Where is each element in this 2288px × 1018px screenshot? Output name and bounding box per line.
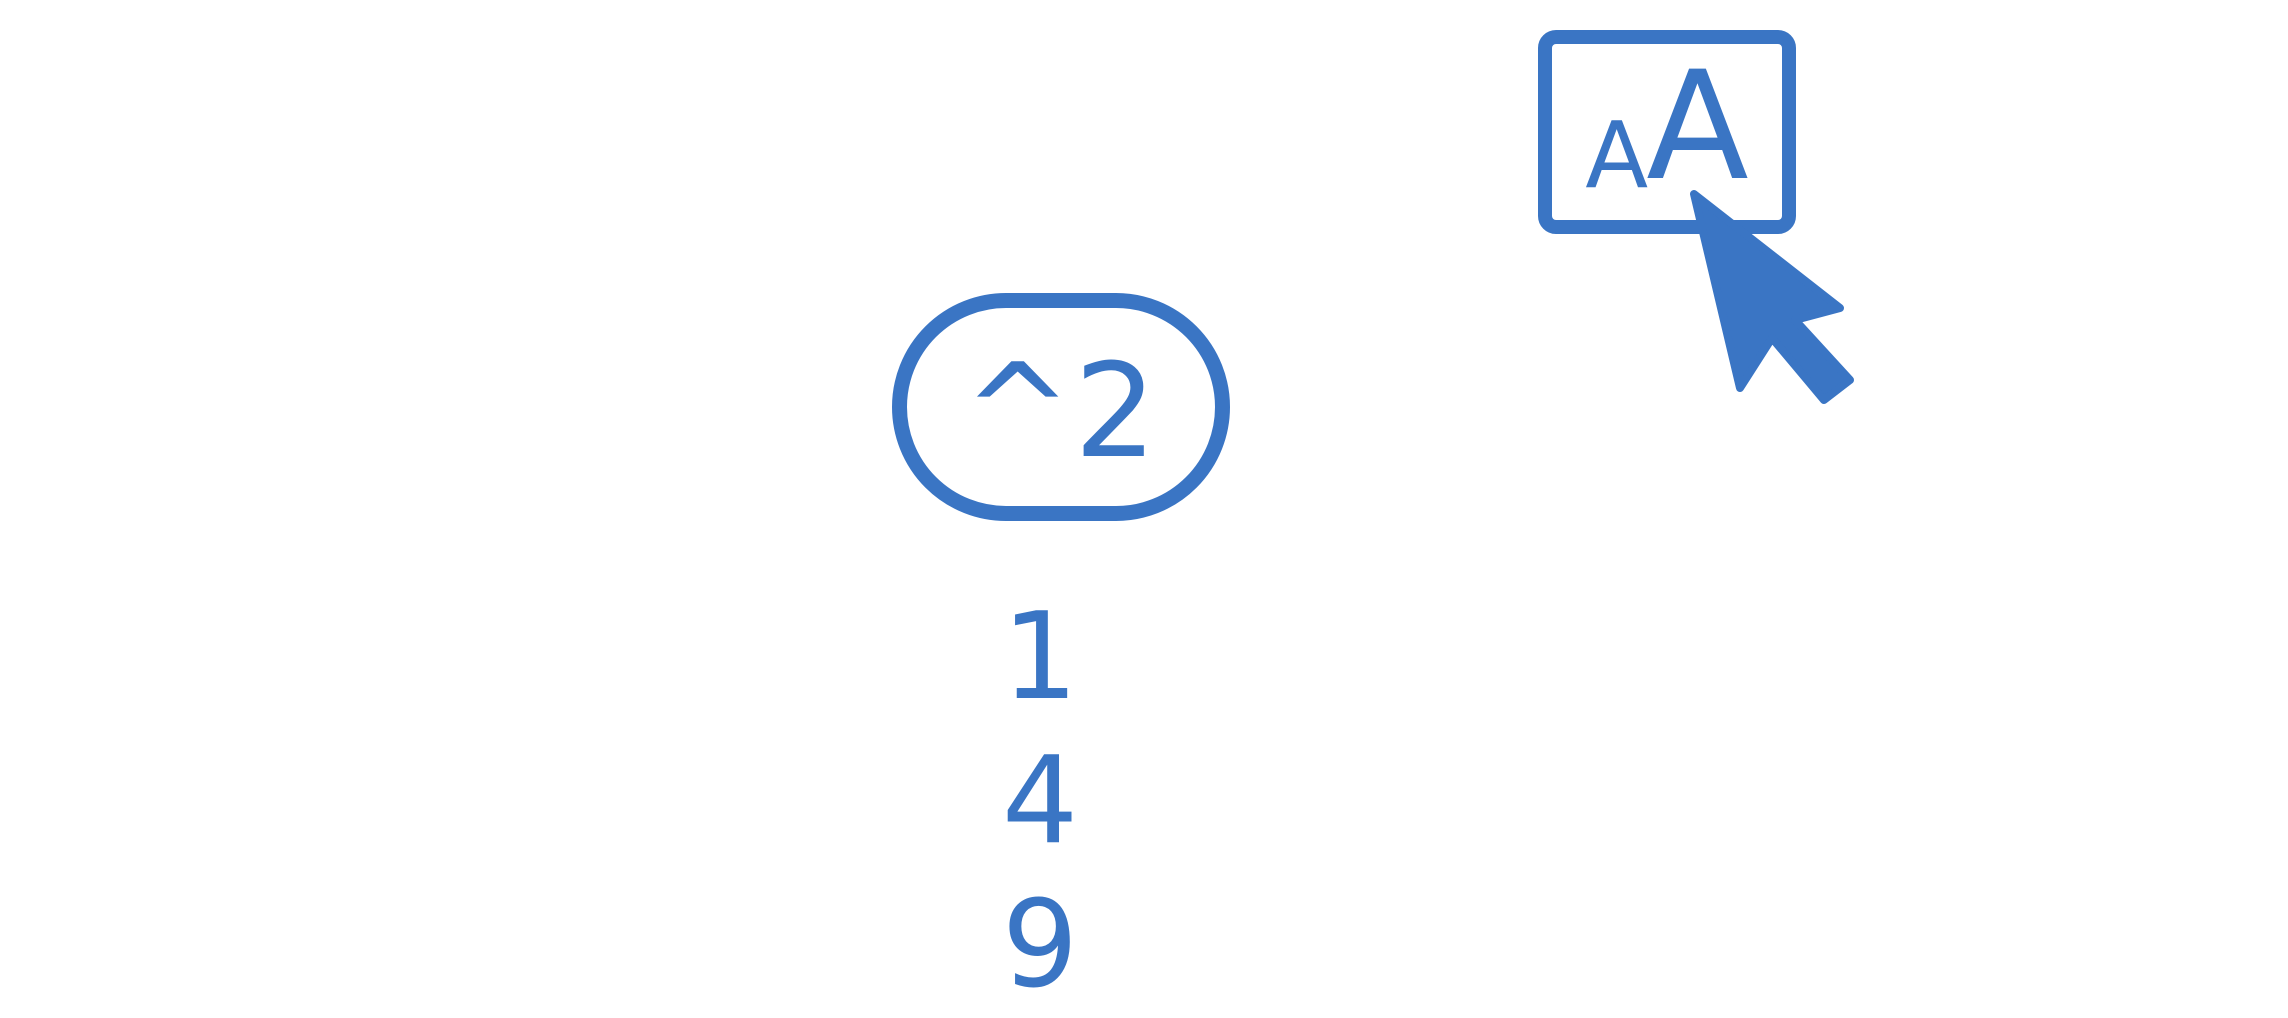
text-size-button[interactable]: A A: [1538, 30, 1796, 234]
small-letter-glyph: A: [1585, 102, 1649, 209]
result-item: 9: [1001, 876, 1079, 1015]
result-list: 1 4 9: [960, 586, 1120, 1018]
large-letter-glyph: A: [1646, 40, 1749, 214]
square-operator-pill: ^2: [892, 293, 1230, 521]
result-item: 1: [1001, 588, 1079, 727]
operator-label: ^2: [963, 335, 1159, 487]
mouse-pointer-icon: [1690, 190, 1854, 404]
result-item: 4: [1001, 732, 1079, 871]
